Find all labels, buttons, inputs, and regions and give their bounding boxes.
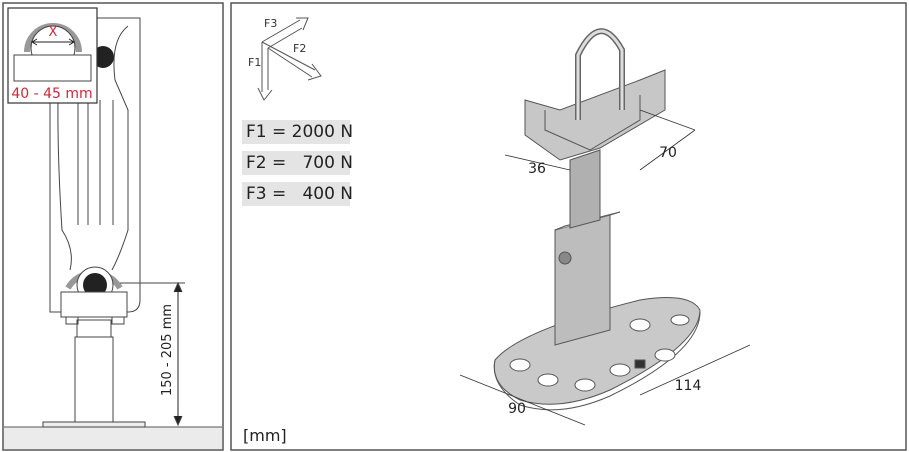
f1-label: F1 [248,56,261,69]
force-f2: F2 = 700 N [242,151,353,175]
f3-label: F3 [264,17,277,30]
dimension-36: 36 [528,161,546,177]
inset-symbol: X [49,25,58,40]
dimension-70: 70 [659,145,677,161]
force-arrows-icon [257,17,322,101]
floor [4,427,222,449]
dimension-lines [459,109,751,426]
pipe-support-stand [493,28,701,411]
force-f1: F1 = 2000 N [242,120,353,144]
f2-label: F2 [293,42,306,55]
unit-label: [mm] [243,426,287,445]
left-panel [2,2,224,451]
dimension-114: 114 [675,378,702,394]
height-range: 150 - 205 mm [160,304,175,396]
right-panel-frame [230,2,907,451]
dimension-90: 90 [508,401,526,417]
pipe-diameter-range: 40 - 45 mm [11,86,92,102]
force-f3: F3 = 400 N [242,182,353,206]
